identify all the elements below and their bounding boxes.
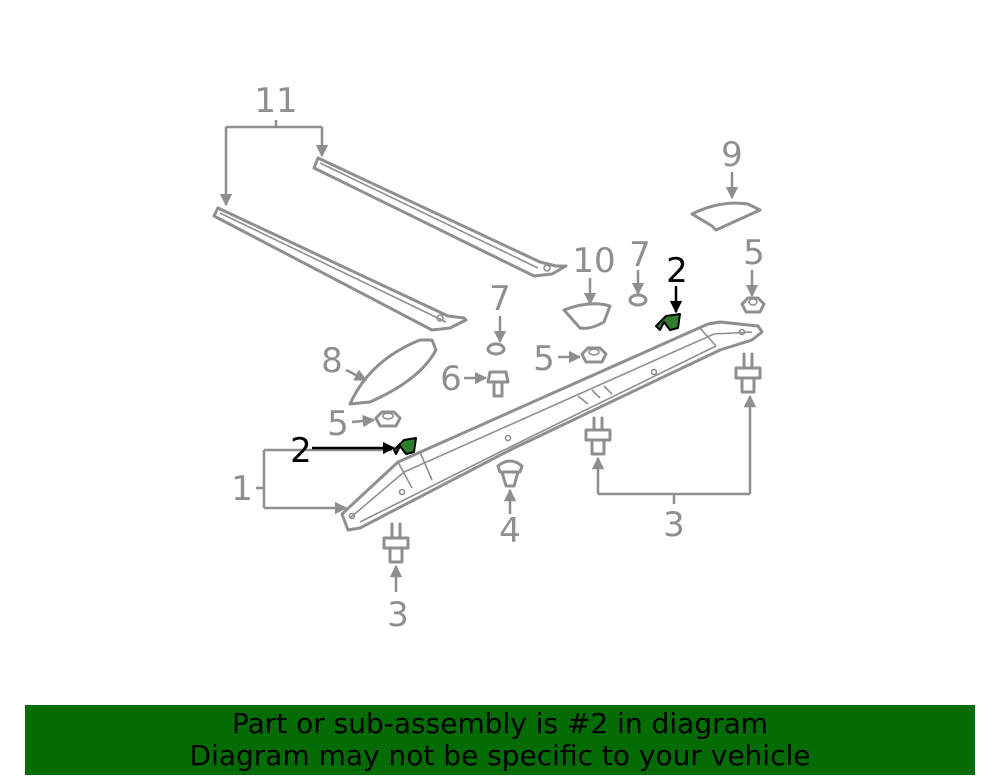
- banner-line-2: Diagram may not be specific to your vehi…: [189, 739, 811, 772]
- crossbar-rear: [312, 156, 568, 278]
- pad: [562, 302, 612, 330]
- clip-7-right: [628, 293, 648, 307]
- callout-3-right: 3: [663, 505, 685, 545]
- nut-5-a: [374, 410, 402, 428]
- callout-6: 6: [440, 359, 462, 399]
- callout-10: 10: [572, 241, 615, 281]
- push-clip-4: [496, 459, 524, 488]
- callout-9: 9: [721, 135, 743, 175]
- callout-8: 8: [321, 341, 343, 381]
- callout-5-mid: 5: [533, 339, 555, 379]
- parts-diagram: 11 9 10 7 7 5 5 5 6 8 1 4 3 3 2 2: [212, 81, 766, 635]
- bracket-2-front: [393, 437, 417, 455]
- callout-3-left: 3: [387, 595, 409, 635]
- callout-2-front: 2: [290, 431, 312, 471]
- end-cap-rear: [690, 201, 762, 232]
- callout-11: 11: [254, 81, 297, 121]
- roof-rail: [340, 320, 764, 532]
- bracket-2-rear: [655, 313, 681, 331]
- nut-5-c: [740, 296, 766, 314]
- callout-2-rear: 2: [666, 251, 688, 291]
- callout-7-right: 7: [629, 235, 651, 275]
- nut-5-b: [580, 346, 608, 364]
- clip-7-left: [486, 342, 506, 356]
- leader-lines: [219, 120, 759, 592]
- banner-line-1: Part or sub-assembly is #2 in diagram: [231, 707, 769, 740]
- stud-3-left: [382, 522, 410, 564]
- stud-3-right: [734, 352, 762, 394]
- callout-1: 1: [231, 469, 253, 509]
- callout-7-left: 7: [489, 279, 511, 319]
- callout-5-right: 5: [743, 233, 765, 273]
- info-banner: Part or sub-assembly is #2 in diagram Di…: [25, 705, 975, 775]
- bolt-6: [486, 370, 510, 398]
- callout-5-left: 5: [327, 404, 349, 444]
- stud-3-mid: [584, 416, 612, 456]
- crossbar-front: [212, 206, 468, 332]
- end-cover-front: [348, 338, 438, 406]
- callout-4: 4: [499, 511, 521, 551]
